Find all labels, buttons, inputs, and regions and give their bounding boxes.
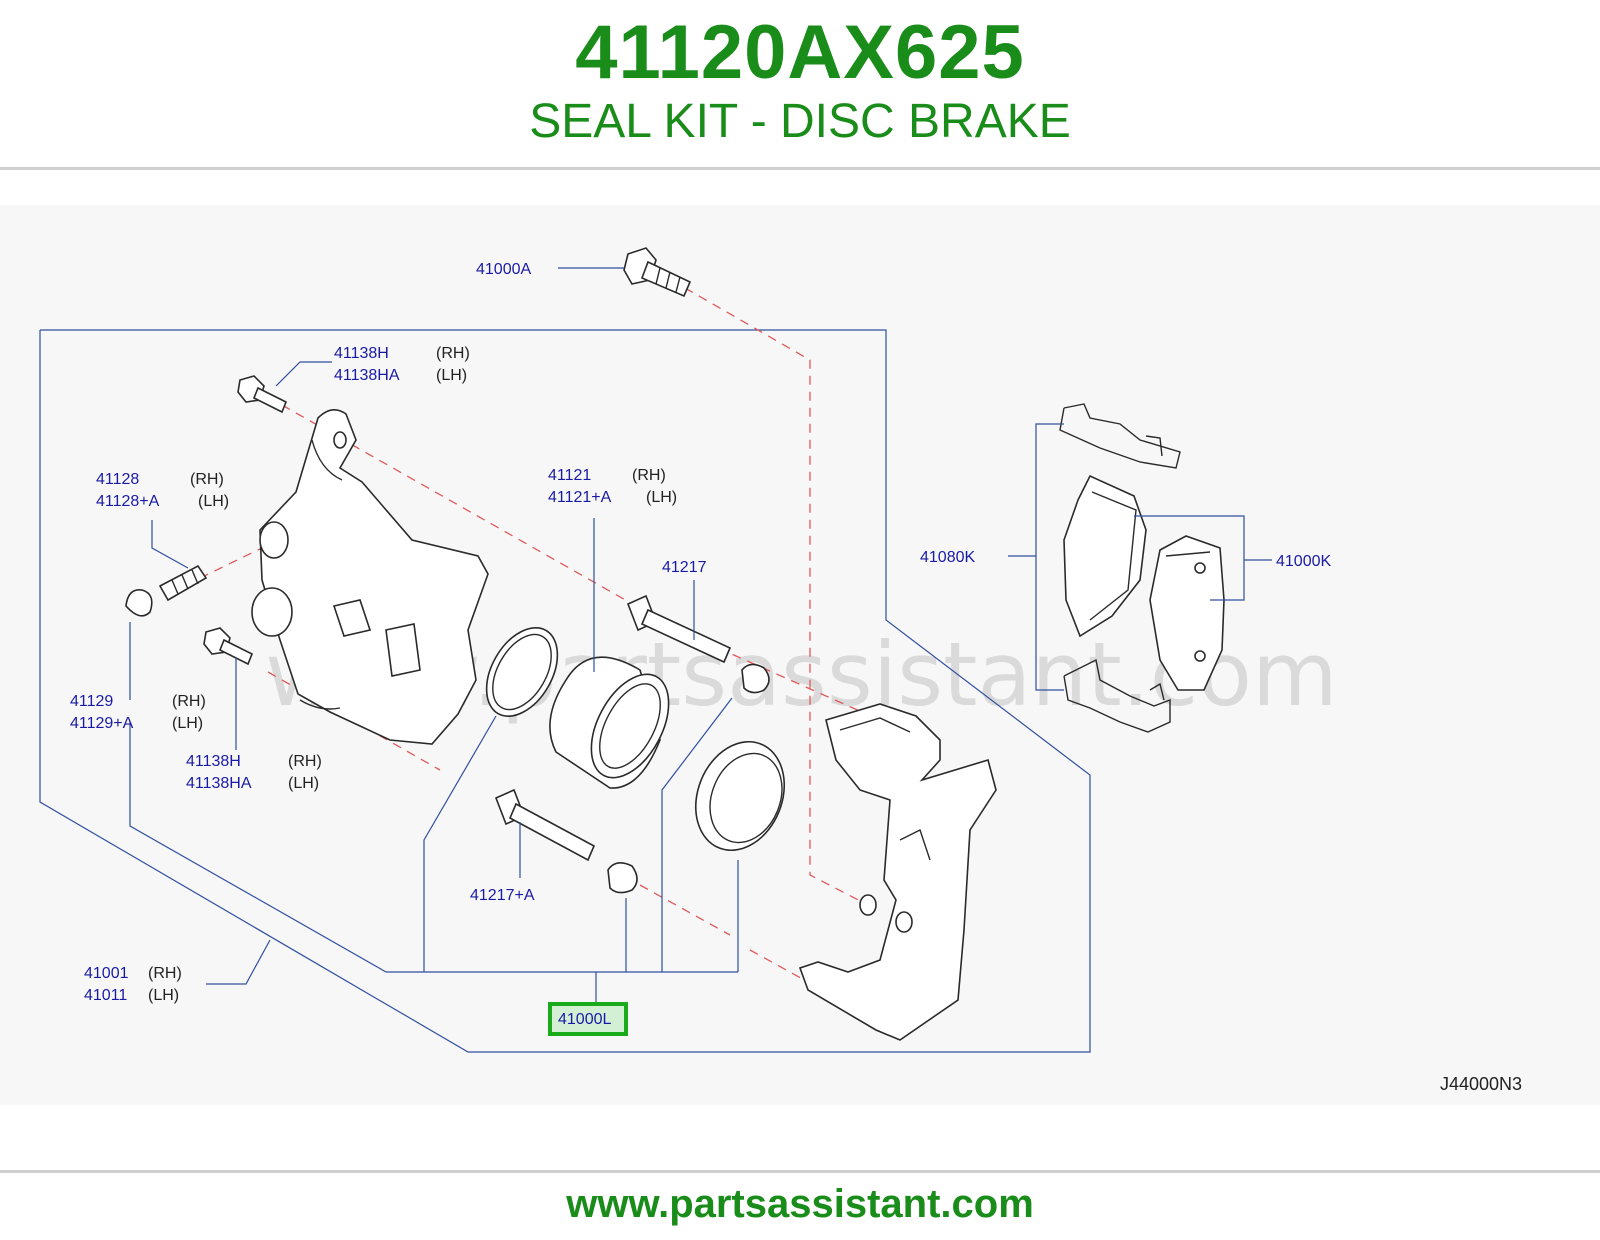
highlight-box-41000l xyxy=(548,1002,628,1036)
callout-41138h-lower[interactable]: 41138H xyxy=(186,753,241,770)
callout-41001[interactable]: 41001 xyxy=(84,965,129,982)
side-41128: (RH) xyxy=(190,471,224,488)
caliper-body-part xyxy=(251,409,489,745)
side-41128a: (LH) xyxy=(198,493,229,510)
caliper-bolt-lower-part xyxy=(203,627,254,666)
callout-41128[interactable]: 41128 xyxy=(96,471,139,488)
callout-41121a[interactable]: 41121+A xyxy=(548,489,612,506)
callout-41128a[interactable]: 41128+A xyxy=(96,493,160,510)
side-41001: (RH) xyxy=(148,965,182,982)
bleeder-screw-part xyxy=(158,564,208,602)
piston-part xyxy=(549,656,670,789)
assembly-outline xyxy=(39,329,1091,1053)
pad-clip-lower-part xyxy=(1063,658,1171,733)
callout-41138ha-upper[interactable]: 41138HA xyxy=(334,367,400,384)
pin-boot-upper-part xyxy=(741,663,770,694)
part-number-title: 41120AX625 xyxy=(575,10,1025,95)
callout-labels[interactable]: 41000A 41138H (RH) 41138HA (LH) 41128 (R… xyxy=(70,261,1331,1028)
side-41129: (RH) xyxy=(172,693,206,710)
callout-41129[interactable]: 41129 xyxy=(70,693,113,710)
side-41011: (LH) xyxy=(148,987,179,1004)
side-41129a: (LH) xyxy=(172,715,203,732)
brake-pad-outer-part xyxy=(1149,535,1225,691)
guide-pin-upper-part xyxy=(626,594,732,664)
page-header: 41120AX625 SEAL KIT - DISC BRAKE xyxy=(0,0,1600,170)
brake-pad-inner-part xyxy=(1063,474,1147,638)
pad-clip-upper-part xyxy=(1059,403,1181,469)
bolt-41000a-part xyxy=(623,247,692,298)
callout-41138h-upper[interactable]: 41138H xyxy=(334,345,389,362)
callout-41000k[interactable]: 41000K xyxy=(1276,553,1331,570)
pin-boot-lower-part xyxy=(607,862,638,894)
callout-41129a[interactable]: 41129+A xyxy=(70,715,134,732)
callout-41217a[interactable]: 41217+A xyxy=(470,887,535,904)
callout-41000l[interactable]: 41000L xyxy=(558,1011,611,1028)
callout-41000a[interactable]: 41000A xyxy=(476,261,531,278)
callout-41217[interactable]: 41217 xyxy=(662,559,707,576)
side-41121: (RH) xyxy=(632,467,666,484)
side-41138h-upper: (RH) xyxy=(436,345,470,362)
caliper-bracket-part xyxy=(798,703,997,1041)
footer-divider xyxy=(0,1170,1600,1173)
diagram-background xyxy=(0,205,1600,1105)
callout-41080k[interactable]: 41080K xyxy=(920,549,975,566)
guide-pin-lower-part xyxy=(494,788,596,862)
dust-boot-part xyxy=(694,740,786,852)
callout-41011[interactable]: 41011 xyxy=(84,987,127,1004)
side-41138ha-lower: (LH) xyxy=(288,775,319,792)
callout-41121[interactable]: 41121 xyxy=(548,467,591,484)
bleeder-cap-part xyxy=(125,589,153,617)
piston-seal-part xyxy=(485,627,559,717)
callout-41138ha-lower[interactable]: 41138HA xyxy=(186,775,252,792)
side-41138h-lower: (RH) xyxy=(288,753,322,770)
header-divider xyxy=(0,167,1600,170)
part-description: SEAL KIT - DISC BRAKE xyxy=(529,95,1071,148)
leader-lines xyxy=(129,267,1272,1006)
footer-website-link[interactable]: www.partsassistant.com xyxy=(566,1182,1034,1226)
caliper-bolt-upper-part xyxy=(237,375,288,414)
side-41121a: (LH) xyxy=(646,489,677,506)
side-41138ha-upper: (LH) xyxy=(436,367,467,384)
diagram-code: J44000N3 xyxy=(1440,1074,1522,1094)
